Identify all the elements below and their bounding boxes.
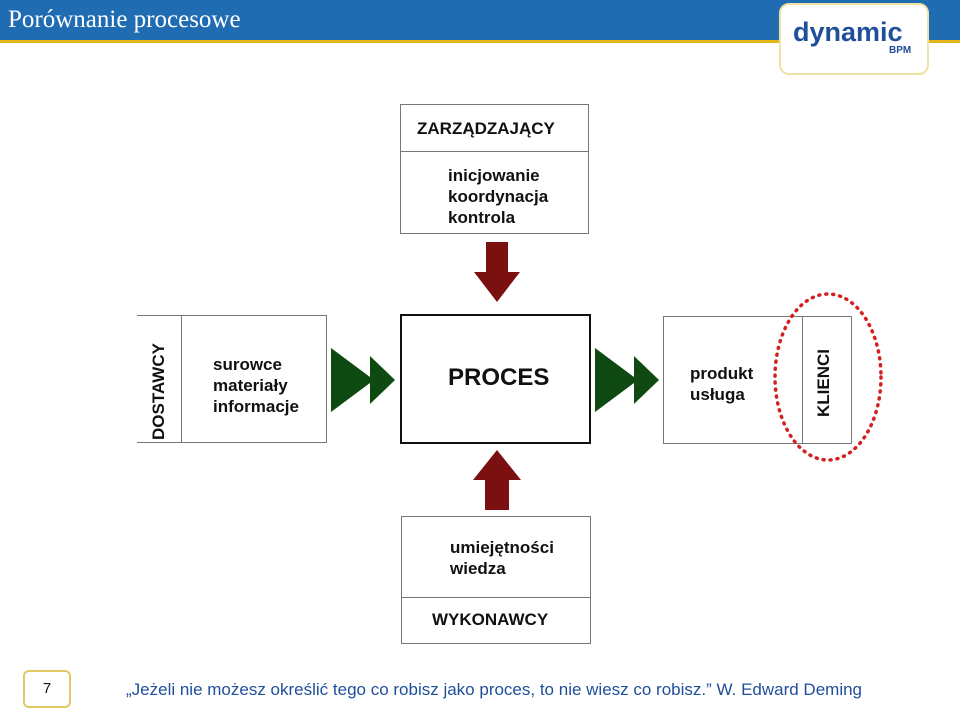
performers-label: WYKONAWCY — [432, 610, 549, 629]
managers-label: ZARZĄDZAJĄCY — [417, 119, 555, 138]
managers-box: ZARZĄDZAJĄCY inicjowanie koordynacja kon… — [400, 104, 589, 234]
customers-text: produkt usługa — [690, 364, 754, 404]
title-underline — [0, 40, 960, 43]
logo-subtext: BPM — [889, 45, 912, 56]
performers-text: umiejętności wiedza — [450, 538, 554, 578]
customers-highlight-circle — [773, 292, 883, 462]
customers-divider — [802, 317, 803, 443]
right-arrow-right-icon — [595, 348, 659, 412]
customers-box: produkt usługa KLIENCI — [663, 316, 852, 444]
right-arrow-left-icon — [331, 348, 395, 412]
suppliers-text: surowce materiały informacje — [213, 355, 299, 416]
dynamic-bpm-logo: dynamic BPM — [779, 3, 929, 75]
performers-divider — [402, 597, 590, 598]
suppliers-divider — [181, 316, 182, 442]
process-box: PROCES — [400, 314, 591, 444]
slide-title: Porównanie procesowe — [8, 6, 241, 33]
logo-text: dynamic — [793, 17, 903, 47]
suppliers-box: DOSTAWCY surowce materiały informacje — [137, 315, 327, 443]
deming-quote: „Jeżeli nie możesz określić tego co robi… — [126, 680, 863, 699]
up-arrow-icon — [473, 450, 521, 510]
managers-text: inicjowanie koordynacja kontrola — [448, 166, 549, 227]
slide-number: 7 — [23, 670, 71, 708]
down-arrow-icon — [474, 242, 520, 302]
managers-divider — [401, 151, 588, 152]
process-label: PROCES — [448, 364, 550, 391]
performers-box: umiejętności wiedza WYKONAWCY — [401, 516, 591, 644]
